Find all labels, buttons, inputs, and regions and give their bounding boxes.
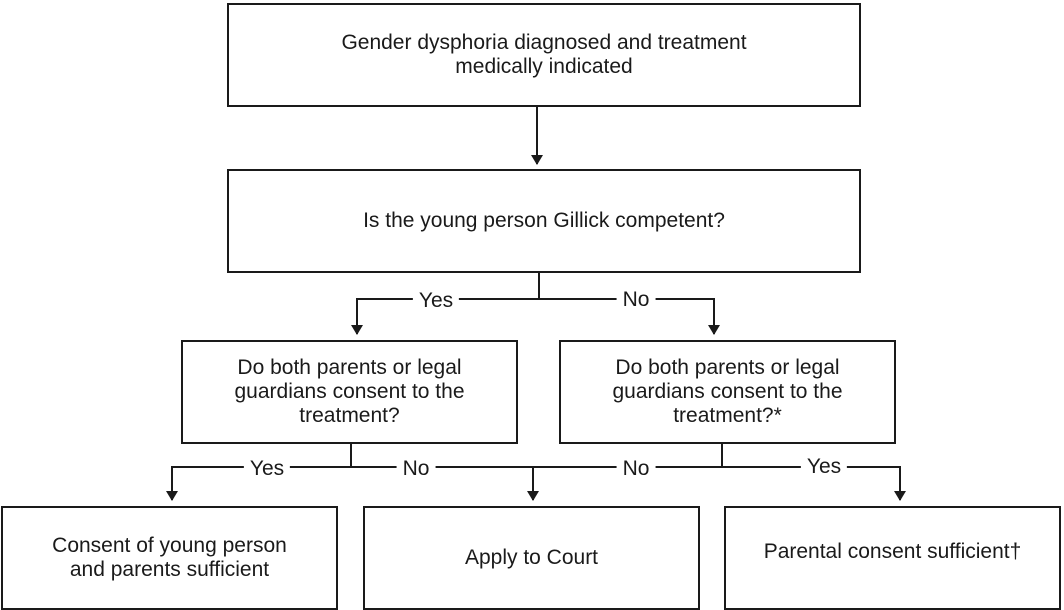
consent-question-right-box: Do both parents or legal guardians conse… bbox=[559, 340, 896, 444]
label-gillick-yes: Yes bbox=[412, 289, 460, 313]
label-left-no: No bbox=[396, 457, 436, 481]
outcome-consent-both-box: Consent of young person and parents suff… bbox=[1, 506, 338, 610]
arrow-gillick-no bbox=[539, 298, 720, 335]
label-gillick-no: No bbox=[616, 288, 656, 312]
label-right-yes: Yes bbox=[800, 455, 848, 479]
consent-question-left-text: Do both parents or legal guardians conse… bbox=[234, 356, 465, 427]
arrow-left-no bbox=[351, 466, 539, 501]
arrow-right-yes bbox=[722, 466, 906, 501]
gillick-question-box: Is the young person Gillick competent? bbox=[227, 169, 861, 273]
consent-question-right-text: Do both parents or legal guardians conse… bbox=[612, 356, 843, 427]
outcome-parental-text: Parental consent sufficient† bbox=[763, 540, 1022, 563]
label-left-yes: Yes bbox=[243, 457, 291, 481]
outcome-parental-box: Parental consent sufficient† bbox=[724, 506, 1061, 610]
outcome-court-text: Apply to Court bbox=[464, 546, 599, 569]
diagnosis-text: Gender dysphoria diagnosed and treatment… bbox=[341, 31, 747, 78]
outcome-consent-both-text: Consent of young person and parents suff… bbox=[52, 534, 287, 581]
consent-question-left-box: Do both parents or legal guardians conse… bbox=[181, 340, 518, 444]
gillick-question-text: Is the young person Gillick competent? bbox=[363, 209, 725, 232]
outcome-court-box: Apply to Court bbox=[363, 506, 700, 610]
diagnosis-box: Gender dysphoria diagnosed and treatment… bbox=[227, 3, 861, 107]
label-right-no: No bbox=[616, 457, 656, 481]
